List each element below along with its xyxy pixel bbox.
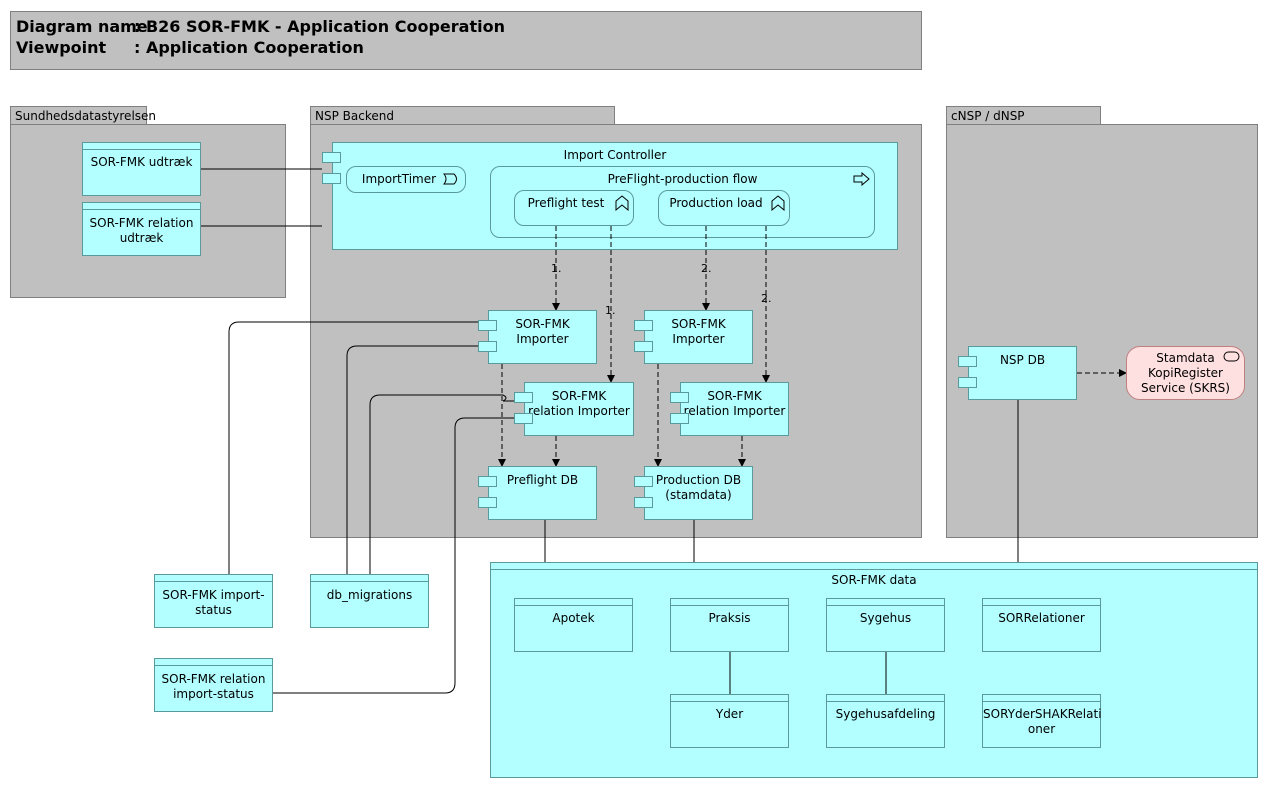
component-nub <box>322 152 341 163</box>
sorfmk-relation-importer-preflight[interactable]: SOR-FMK relation Importer <box>524 382 634 436</box>
rel-import-status-line2: import-status <box>173 687 254 701</box>
diagram-title-block: Diagram name : B26 SOR-FMK - Application… <box>10 11 922 70</box>
group-cnsp[interactable] <box>946 124 1258 538</box>
sorfmk-importer-production[interactable]: SOR-FMK Importer <box>644 310 753 364</box>
data-object-soryder-shak-relationer[interactable]: SORYderSHAKRelati oner <box>982 694 1102 748</box>
group-tab-nsp-backend[interactable]: NSP Backend <box>310 106 615 124</box>
component-nub <box>670 392 689 403</box>
import-controller-title: Import Controller <box>563 148 667 162</box>
component-nub <box>634 341 653 352</box>
component-nub <box>634 497 653 508</box>
nsp-db[interactable]: NSP DB <box>968 346 1077 400</box>
viewpoint-label: Viewpoint <box>16 38 107 57</box>
data-object-yder[interactable]: Yder <box>670 694 789 748</box>
production-db-line2: (stamdata) <box>665 488 732 502</box>
praksis-label: Praksis <box>708 611 751 625</box>
importer-a-line2: Importer <box>516 332 569 346</box>
yder-label: Yder <box>715 707 744 721</box>
importer-b-line2: Importer <box>672 332 725 346</box>
sorfmk-importer-preflight[interactable]: SOR-FMK Importer <box>488 310 597 364</box>
function-icon <box>771 195 785 211</box>
event-icon <box>443 173 457 185</box>
flow-label-1b: 1. <box>605 304 616 317</box>
data-object-relation-import-status[interactable]: SOR-FMK relation import-status <box>154 658 273 712</box>
connection-line <box>273 417 514 694</box>
preflight-db-label: Preflight DB <box>506 473 579 487</box>
skrs-line3: Service (SKRS) <box>1141 381 1230 395</box>
sorfmk-data-title: SOR-FMK data <box>831 573 917 587</box>
connection-line <box>346 345 478 574</box>
data-object-db-migrations[interactable]: db_migrations <box>310 574 429 628</box>
component-nub <box>478 341 497 352</box>
importer-b-line1: SOR-FMK <box>671 317 726 331</box>
flow-label-2a: 2. <box>701 262 712 275</box>
component-nub <box>478 320 497 331</box>
apotek-label: Apotek <box>552 611 595 625</box>
component-nub <box>958 356 977 367</box>
preflight-test-label: Preflight test <box>527 196 605 210</box>
relation-udtraek-label-1: SOR-FMK relation <box>89 216 194 230</box>
data-object-sorrelationer[interactable]: SORRelationer <box>982 598 1101 652</box>
production-db[interactable]: Production DB (stamdata) <box>644 466 753 520</box>
production-load-function[interactable]: Production load <box>658 190 790 226</box>
skrs-line2: KopiRegister <box>1148 366 1223 380</box>
connection-line <box>228 321 478 574</box>
rel-import-status-line1: SOR-FMK relation <box>161 672 266 686</box>
component-nub <box>634 476 653 487</box>
data-object-apotek[interactable]: Apotek <box>514 598 633 652</box>
preflight-test-function[interactable]: Preflight test <box>514 190 634 226</box>
rel-importer-a-line1: SOR-FMK <box>551 389 607 403</box>
flow-label-1a: 1. <box>551 262 562 275</box>
relation-udtraek-label-2: udtræk <box>119 231 164 245</box>
flow-title: PreFlight-production flow <box>607 172 758 186</box>
data-object-sygehus[interactable]: Sygehus <box>826 598 945 652</box>
rel-importer-a-line2: relation Importer <box>528 404 630 418</box>
group-tab-cnsp[interactable]: cNSP / dNSP <box>946 106 1101 124</box>
data-object-sorfmk-relation-udtraek[interactable]: SOR-FMK relation udtræk <box>82 202 201 256</box>
diagram-name-value: : B26 SOR-FMK - Application Cooperation <box>134 17 505 36</box>
db-migrations-label: db_migrations <box>326 588 413 602</box>
component-nub <box>478 497 497 508</box>
rel-importer-b-line1: SOR-FMK <box>707 389 762 403</box>
function-icon <box>615 195 629 211</box>
skrs-service[interactable]: Stamdata KopiRegister Service (SKRS) <box>1126 346 1245 400</box>
service-icon <box>1223 351 1240 362</box>
sygehus-label: Sygehus <box>859 611 912 625</box>
rel-importer-b-line2: relation Importer <box>683 404 786 418</box>
production-db-line1: Production DB <box>655 473 742 487</box>
skrs-line1: Stamdata <box>1156 351 1215 365</box>
udtraek-label: SOR-FMK udtræk <box>90 155 193 169</box>
sorfmk-relation-importer-production[interactable]: SOR-FMK relation Importer <box>680 382 789 436</box>
import-timer-label: ImportTimer <box>361 172 437 186</box>
component-nub <box>958 377 977 388</box>
data-object-import-status[interactable]: SOR-FMK import- status <box>154 574 273 628</box>
component-nub <box>514 413 533 424</box>
sygehusafdeling-label: Sygehusafdeling <box>835 707 936 721</box>
flow-label-2b: 2. <box>761 292 772 305</box>
component-nub <box>514 392 533 403</box>
import-status-line1: SOR-FMK import- <box>162 588 265 602</box>
production-load-label: Production load <box>669 196 763 210</box>
viewpoint-value: : Application Cooperation <box>134 38 364 57</box>
soryder-line1: SORYderSHAKRelati <box>983 707 1102 721</box>
data-object-praksis[interactable]: Praksis <box>670 598 789 652</box>
component-nub <box>634 320 653 331</box>
data-object-sorfmk-udtraek[interactable]: SOR-FMK udtræk <box>82 142 201 196</box>
nsp-db-label: NSP DB <box>999 353 1046 367</box>
import-status-line2: status <box>195 603 232 617</box>
importer-a-line1: SOR-FMK <box>515 317 570 331</box>
component-nub <box>322 173 341 184</box>
data-object-sygehusafdeling[interactable]: Sygehusafdeling <box>826 694 945 748</box>
component-nub <box>478 476 497 487</box>
group-tab-sundhed[interactable]: Sundhedsdatastyrelsen <box>10 106 156 124</box>
preflight-db[interactable]: Preflight DB <box>488 466 597 520</box>
component-nub <box>670 413 689 424</box>
soryder-line2: oner <box>1027 722 1056 736</box>
sorrelationer-label: SORRelationer <box>998 611 1085 625</box>
import-timer-event[interactable]: ImportTimer <box>346 166 466 193</box>
process-arrow-icon <box>853 172 870 186</box>
connection-line <box>369 394 514 574</box>
